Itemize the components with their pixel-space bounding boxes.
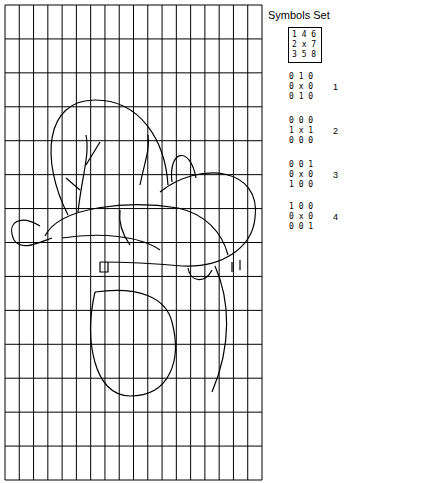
grid-line bbox=[5, 412, 262, 413]
grid-line bbox=[5, 5, 262, 6]
symbol-pattern: 0 0 1 0 x 0 1 0 0 bbox=[289, 160, 315, 190]
symbol-number: 3 bbox=[333, 170, 338, 180]
grid-line bbox=[5, 378, 262, 379]
key-numbers: 1 4 6 2 x 7 3 5 8 bbox=[292, 30, 318, 60]
grid-line bbox=[5, 38, 262, 39]
grid-line bbox=[5, 480, 262, 481]
grid-line bbox=[5, 344, 262, 345]
grid-line bbox=[5, 446, 262, 447]
symbol-number: 1 bbox=[333, 82, 338, 92]
key-box: 1 4 6 2 x 7 3 5 8 bbox=[288, 27, 322, 63]
grid-line bbox=[5, 140, 262, 141]
symbol-pattern: 0 1 0 0 x 0 0 1 0 bbox=[289, 72, 315, 102]
panel-title: Symbols Set bbox=[268, 9, 330, 21]
grid-line bbox=[5, 72, 262, 73]
grid-line bbox=[5, 276, 262, 277]
line-drawing bbox=[12, 100, 256, 396]
symbol-pattern: 0 0 0 1 x 1 0 0 0 bbox=[289, 116, 315, 146]
grid-line bbox=[5, 106, 262, 107]
symbol-number: 2 bbox=[333, 126, 338, 136]
symbol-pattern: 1 0 0 0 x 0 0 0 1 bbox=[289, 202, 315, 232]
symbol-number: 4 bbox=[333, 212, 338, 222]
grid-line bbox=[5, 208, 262, 209]
grid-line bbox=[5, 310, 262, 311]
